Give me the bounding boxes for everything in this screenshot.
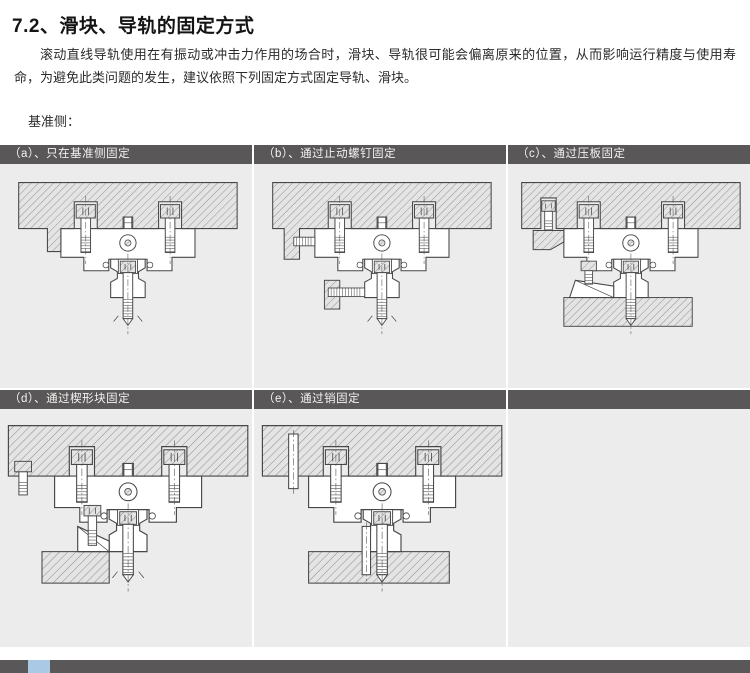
rail-bolt <box>371 503 394 592</box>
panel-e: （e）、通过销固定 <box>254 389 506 647</box>
set-screw-bottom <box>327 287 366 297</box>
panel-a-header: （a）、只在基准侧固定 <box>0 144 252 164</box>
rail-bolt <box>117 253 138 334</box>
datum-side-label: 基准侧： <box>28 113 81 129</box>
mounting-bolt-right <box>663 195 684 264</box>
mounting-bolt-right <box>163 440 186 515</box>
machine-table <box>18 181 238 252</box>
panel-c-title: （c）、通过压板固定 <box>517 147 626 160</box>
guide-rail-cross-section-d <box>7 424 249 592</box>
slider-block <box>308 462 457 523</box>
locating-pin-top <box>288 429 299 495</box>
guide-rail-cross-section-a <box>18 181 238 334</box>
machine-table <box>7 424 249 477</box>
panel-a-title: （a）、只在基准侧固定 <box>9 147 131 160</box>
panel-b-title: （b）、通过止动螺钉固定 <box>263 147 397 160</box>
rail-bolt <box>371 253 392 334</box>
thread-marks <box>367 315 397 322</box>
panel-c: （c）、通过压板固定 <box>508 144 750 388</box>
machine-table <box>261 424 503 477</box>
panel-e-diagram <box>254 408 506 647</box>
mounting-bolt-left <box>70 440 93 515</box>
machine-table <box>272 181 492 260</box>
clamp-screw-top <box>541 200 556 231</box>
slider-block <box>563 216 699 272</box>
panel-d-title: （d）、通过楔形块固定 <box>9 392 131 405</box>
mounting-bolt-left <box>329 195 350 264</box>
mounting-bolt-right <box>417 440 440 515</box>
panel-d-diagram <box>0 408 252 647</box>
panel-c-header: （c）、通过压板固定 <box>508 144 750 164</box>
side-screw <box>14 460 32 496</box>
locating-pin-bottom <box>361 522 372 581</box>
guide-rail-cross-section-c <box>521 181 741 334</box>
panel-b-diagram <box>254 163 506 388</box>
empty-panel-body <box>508 408 750 647</box>
thread-marks <box>113 315 143 322</box>
fixing-methods-grid: （a）、只在基准侧固定 （b）、通过止动螺钉固定 （c）、通过压板固定 <box>0 144 750 647</box>
panel-b: （b）、通过止动螺钉固定 <box>254 144 506 388</box>
machine-table <box>521 181 741 229</box>
clamp-plate-top <box>532 229 565 250</box>
slider-block <box>60 216 196 272</box>
panel-e-header: （e）、通过销固定 <box>254 389 506 409</box>
panel-d: （d）、通过楔形块固定 <box>0 389 252 647</box>
slider-block <box>314 216 450 272</box>
panel-a: （a）、只在基准侧固定 <box>0 144 252 388</box>
rail-bolt <box>620 253 641 334</box>
machine-bed <box>41 550 110 584</box>
mounting-bolt-left <box>75 195 96 264</box>
mounting-bolt-left <box>324 440 347 515</box>
footer-accent <box>28 660 50 673</box>
footer-bar <box>0 660 750 673</box>
panel-a-diagram <box>0 163 252 388</box>
set-screw-top <box>293 236 316 247</box>
thread-marks <box>112 571 145 578</box>
clamp-plate-bottom <box>568 279 615 298</box>
panel-c-diagram <box>508 163 750 388</box>
clamp-screw-bottom <box>580 260 597 285</box>
empty-panel <box>508 389 750 647</box>
mounting-bolt-left <box>578 195 599 264</box>
empty-panel-header <box>508 389 750 409</box>
guide-rail-cross-section-b <box>272 181 492 334</box>
intro-paragraph: 滚动直线导轨使用在有振动或冲击力作用的场合时，滑块、导轨很可能会偏离原来的位置，… <box>14 47 736 86</box>
wedge-screw <box>83 504 102 546</box>
rail-bolt <box>117 503 140 592</box>
guide-rail-cross-section-e <box>261 424 503 592</box>
panel-e-title: （e）、通过销固定 <box>263 392 361 405</box>
mounting-bolt-right <box>160 195 181 264</box>
panel-d-header: （d）、通过楔形块固定 <box>0 389 252 409</box>
panel-b-header: （b）、通过止动螺钉固定 <box>254 144 506 164</box>
section-title: 7.2、滑块、导轨的固定方式 <box>12 16 255 37</box>
mounting-bolt-right <box>414 195 435 264</box>
